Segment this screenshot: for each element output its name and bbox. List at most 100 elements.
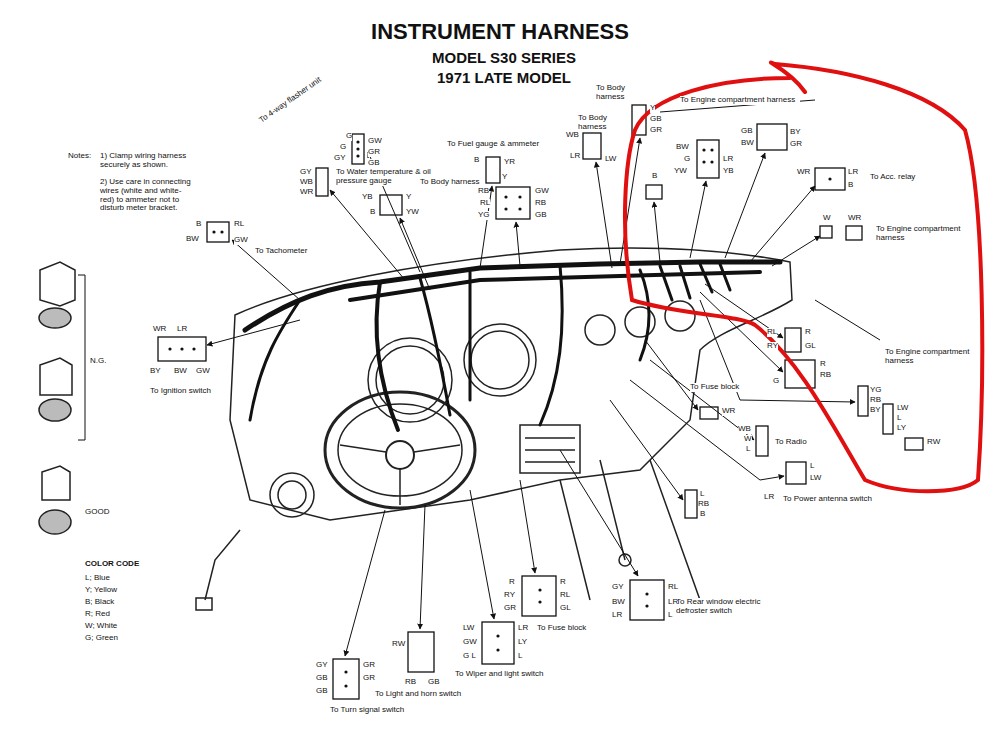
drawing-part [496, 634, 499, 637]
wire-code: GW [463, 638, 477, 647]
drawing-part [340, 445, 460, 505]
drawing-part [702, 160, 705, 163]
wire-code: LR [518, 624, 528, 633]
wire-code: L [668, 611, 672, 620]
drawing-part [400, 218, 430, 290]
drawing-part [168, 347, 171, 350]
drawing-part [645, 592, 648, 595]
drawing-part [518, 195, 521, 198]
wire-code: WB [300, 178, 313, 187]
wire-code: GR [363, 661, 375, 670]
leader-arrows [207, 138, 855, 656]
wire-code: RL [668, 583, 678, 592]
wire-code: WR [300, 188, 313, 197]
wire-code: B [700, 510, 705, 519]
wire-code: RB [870, 396, 881, 405]
wire-code: WR [848, 214, 861, 223]
drawing-part [40, 262, 75, 306]
wire-code: GB [428, 678, 440, 687]
wire-code: YB [362, 193, 373, 202]
drawing-part [220, 230, 223, 233]
wire-code: GW [368, 137, 382, 146]
drawing-part [469, 272, 472, 400]
drawing-part [596, 162, 612, 268]
wire-code: L [897, 414, 901, 423]
drawing-part [333, 659, 359, 699]
drawing-part [496, 187, 530, 219]
drawing-part [520, 425, 580, 473]
wire-code: R [560, 578, 566, 587]
drawing-part [820, 226, 832, 238]
drawing-part [518, 207, 521, 210]
drawing-part [39, 308, 71, 328]
wire-code: R [805, 328, 811, 337]
wire-code: GY [316, 661, 328, 670]
wire-code: GR [363, 674, 375, 683]
wire-code: GR [368, 148, 380, 157]
drawing-part [330, 190, 405, 280]
wire-code: GB [316, 674, 328, 683]
drawing-part [212, 230, 215, 233]
wire-code: R [509, 578, 515, 587]
wire-code: RW [392, 640, 405, 649]
drawing-part [538, 600, 541, 603]
drawing-part [516, 222, 520, 266]
wire-code: W [744, 435, 752, 444]
drawing-part [815, 168, 845, 190]
drawing-part [702, 148, 705, 151]
drawing-part [420, 505, 425, 629]
wire-code: Y [650, 104, 655, 113]
callout-label: To Body harness [578, 114, 612, 132]
wire-code: RY [767, 342, 778, 351]
drawing-part [522, 576, 556, 616]
wire-code: GL [560, 604, 571, 613]
drawing-part [905, 438, 923, 450]
drawing-part [640, 270, 649, 360]
drawing-part [192, 347, 195, 350]
drawing-part [520, 480, 535, 573]
wire-code: WB [738, 425, 751, 434]
drawing-part [352, 134, 364, 164]
drawing-part [180, 347, 183, 350]
drawing-part [230, 248, 792, 520]
drawing-part [785, 328, 801, 352]
wire-code: RL [234, 220, 244, 229]
wire-code: W [823, 214, 831, 223]
wire-code: BY [150, 367, 161, 376]
wire-code: GW [196, 367, 210, 376]
wire-code: B [196, 220, 201, 229]
wire-code: GB [316, 687, 328, 696]
wire-code: RB [535, 199, 546, 208]
drawing-part [356, 154, 359, 157]
callout-label: To 4-way flasher unit [258, 76, 323, 125]
callout-label: MODEL S30 SERIES [432, 50, 576, 67]
drawing-part [630, 380, 784, 480]
drawing-part [665, 301, 695, 331]
wire-code: LY [518, 638, 527, 647]
wire-code: GOOD [85, 508, 109, 517]
red-highlight [625, 62, 982, 491]
wire-code: B [848, 181, 853, 190]
wire-code: LW [810, 474, 821, 483]
wire-code: G [340, 143, 346, 152]
drawing-part [207, 320, 300, 345]
drawing-part [196, 598, 212, 610]
wire-code: GY [612, 583, 624, 592]
drawing-part [585, 315, 615, 345]
wire-code: BW [186, 235, 199, 244]
callout-label: To Fuse block [537, 624, 586, 633]
callout-label: 2) Use care in connecting wires (white a… [100, 178, 195, 213]
wire-code: YR [504, 158, 515, 167]
wire-code: L [810, 462, 814, 471]
drawing-part [480, 186, 492, 268]
drawing-part [205, 530, 240, 600]
drawing-part [356, 140, 359, 143]
drawing-part [39, 510, 71, 534]
drawing-part [710, 160, 713, 163]
wire-code: GB [368, 159, 380, 168]
wire-code: BY [870, 406, 881, 415]
wire-code: GB [741, 127, 753, 136]
callout-label: 1) Clamp wiring harness securely as show… [100, 152, 190, 170]
wire-code: WR [722, 407, 735, 416]
